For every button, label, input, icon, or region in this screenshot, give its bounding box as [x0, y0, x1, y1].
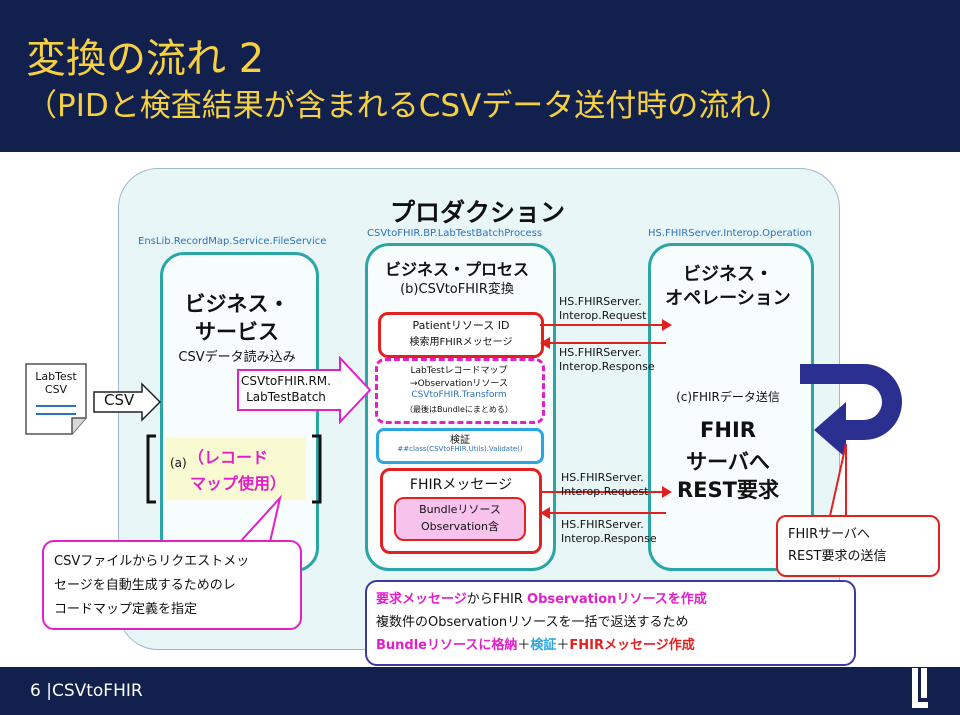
- operation-title-2: オペレーション: [665, 288, 791, 309]
- service-subtitle: CSVデータ読み込み: [178, 350, 296, 365]
- transform-line1: LabTestレコードマップ: [410, 366, 508, 376]
- message-arrows: [540, 319, 672, 519]
- csv-input-arrow: [93, 382, 162, 422]
- record-map-label-2: マップ使用）: [190, 474, 287, 493]
- csv-file-line1: LabTest: [35, 370, 77, 383]
- process-callout-validate: 検証: [530, 638, 557, 653]
- process-callout-bundle: Bundleリソースに格納: [376, 638, 518, 653]
- process-callout-req-msg: 要求メッセージ: [376, 592, 467, 607]
- transform-line4: （最後はBundleにまとめる）: [405, 405, 513, 414]
- request2-line1: HS.FHIRServer.: [561, 471, 644, 484]
- csv-file-icon: [25, 363, 87, 435]
- rest-uturn-arrow: [800, 364, 902, 458]
- operation-class-label: HS.FHIRServer.Interop.Operation: [648, 228, 812, 239]
- record-message-line1: CSVtoFHIR.RM.: [241, 374, 331, 388]
- rest-callout-pointer: [828, 443, 847, 517]
- rest-line3: REST要求: [677, 478, 779, 502]
- production-label: プロダクション: [390, 198, 566, 227]
- page-subtitle: （PIDと検査結果が含まれるCSVデータ送付時の流れ）: [26, 88, 792, 124]
- record-map-label-1: （レコード: [188, 448, 269, 467]
- rest-line2: サーバへ: [686, 450, 770, 474]
- record-map-callout-line3: コードマップ定義を指定: [54, 602, 198, 617]
- process-callout-line2: 複数件のObservationリソースを一括で返送するため: [376, 615, 689, 630]
- bundle-line2: Observation含: [421, 520, 499, 533]
- footer-bar: [0, 667, 960, 715]
- process-callout-fhir-msg: FHIRメッセージ作成: [569, 638, 695, 653]
- csv-file-line2: CSV: [44, 383, 68, 396]
- process-callout-line1: 要求メッセージからFHIR Observationリソースを作成: [376, 588, 707, 607]
- bundle-line1: Bundleリソース: [419, 503, 501, 516]
- patient-message-box: [378, 312, 544, 358]
- operation-title-1: ビジネス・: [683, 264, 773, 285]
- response1-line2: Interop.Response: [559, 360, 655, 373]
- response2-line1: HS.FHIRServer.: [561, 518, 644, 531]
- bundle-box: [394, 497, 526, 541]
- process-callout-plus1: ＋: [517, 638, 531, 653]
- process-class-label: CSVtoFHIR.BP.LabTestBatchProcess: [367, 228, 543, 239]
- response1-line1: HS.FHIRServer.: [559, 346, 642, 359]
- operation-subtitle: (c)FHIRデータ送信: [676, 390, 780, 404]
- response2-line2: Interop.Response: [561, 532, 657, 545]
- process-callout-line3: Bundleリソースに格納＋検証＋FHIRメッセージ作成: [376, 634, 695, 653]
- header-bar: [0, 0, 960, 152]
- process-callout-from-fhir: からFHIR: [466, 592, 528, 607]
- validate-line2: ##class(CSVtoFHIR.Utils).Validate(): [397, 445, 523, 453]
- logo-icon: [912, 668, 928, 708]
- transform-line3: CSVtoFHIR.Transform: [411, 390, 507, 400]
- patient-message-line1: Patientリソース ID: [412, 319, 510, 332]
- page-title: 変換の流れ 2: [26, 36, 265, 82]
- footer-label: 6 |CSVtoFHIR: [30, 681, 143, 701]
- process-callout: [365, 580, 856, 666]
- rest-callout: [776, 515, 940, 577]
- service-title-2: サービス: [195, 320, 279, 344]
- record-map-callout: [42, 540, 302, 630]
- rest-line1: FHIR: [700, 418, 756, 442]
- request2-line2: Interop.Request: [561, 485, 649, 498]
- process-title: ビジネス・プロセス: [384, 260, 529, 279]
- rest-callout-line1: FHIRサーバへ: [788, 527, 870, 542]
- record-map-callout-line1: CSVファイルからリクエストメッ: [54, 554, 250, 569]
- process-callout-plus2: ＋: [556, 638, 570, 653]
- transform-box: [375, 358, 545, 424]
- validate-line1: 検証: [450, 435, 470, 446]
- process-callout-observation: Observationリソースを作成: [527, 592, 707, 607]
- patient-message-line2: 検索用FHIRメッセージ: [409, 337, 513, 348]
- rest-callout-line2: REST要求の送信: [788, 549, 887, 564]
- request1-line2: Interop.Request: [559, 309, 647, 322]
- record-map-highlight: [166, 438, 306, 500]
- service-title-1: ビジネス・: [184, 292, 290, 316]
- record-map-callout-line2: セージを自動生成するためのレ: [54, 578, 236, 593]
- record-map-brackets: [146, 434, 322, 504]
- csv-arrow-label: CSV: [104, 391, 135, 409]
- transform-line2: →Observationリソース: [410, 379, 508, 389]
- validate-box: [376, 428, 544, 464]
- record-message-arrow: [237, 356, 372, 425]
- service-class-label: EnsLib.RecordMap.Service.FileService: [138, 236, 327, 247]
- record-message-line2: LabTestBatch: [246, 390, 326, 404]
- record-map-prefix: (a): [170, 456, 187, 470]
- fhir-message-title: FHIRメッセージ: [409, 477, 513, 493]
- process-subtitle: (b)CSVtoFHIR変換: [400, 282, 514, 297]
- request1-line1: HS.FHIRServer.: [559, 295, 642, 308]
